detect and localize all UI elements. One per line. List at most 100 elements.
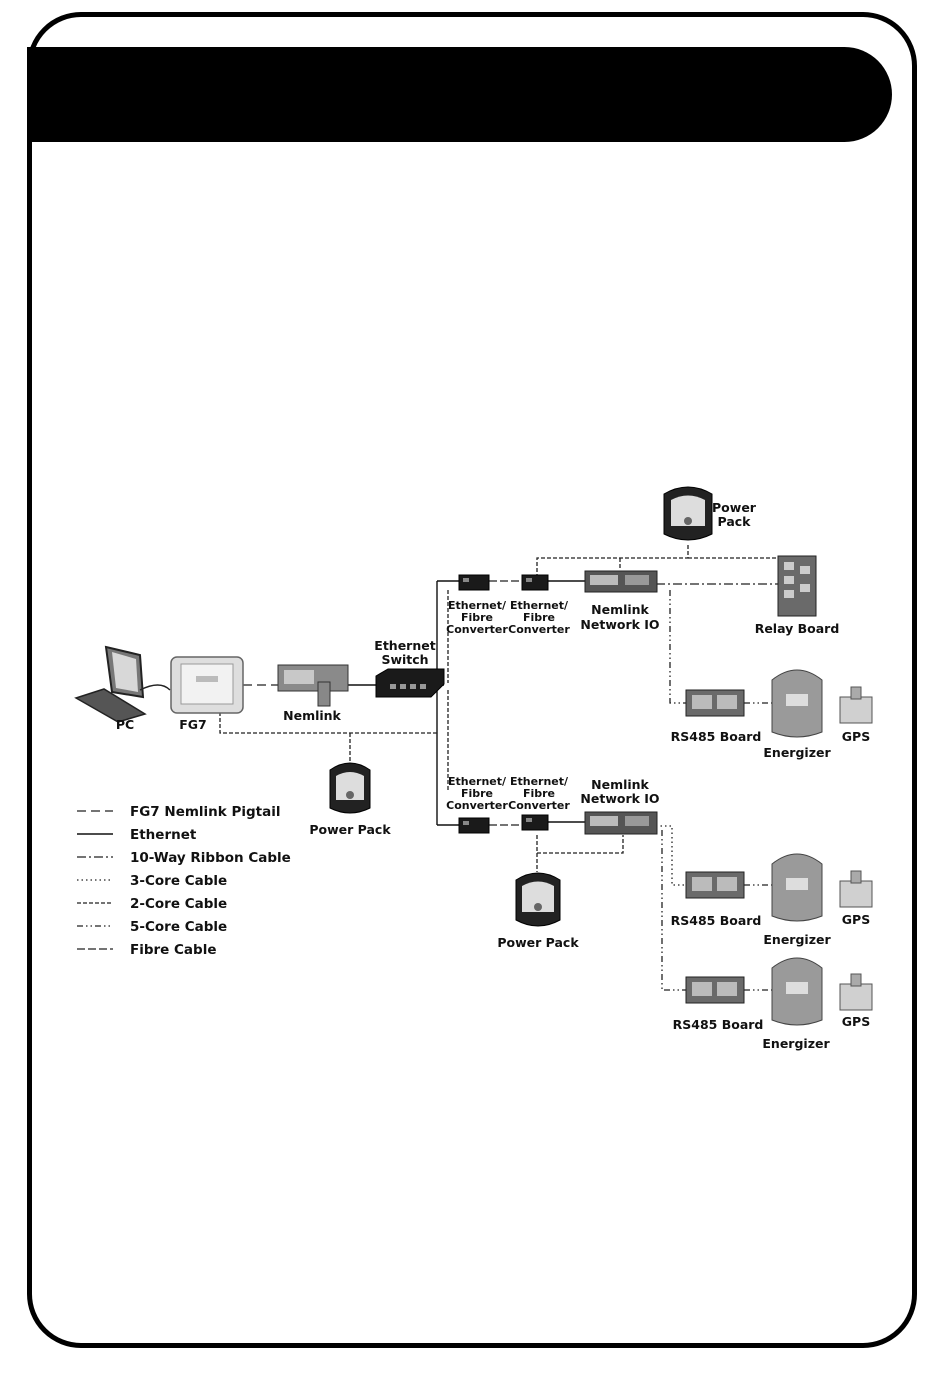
switch-label-line2: Switch <box>381 652 428 667</box>
switch-trunk-ethernet <box>436 581 444 825</box>
network-io-top-label-line1: Nemlink <box>591 602 649 617</box>
power-pack-top: Power Pack <box>663 486 757 541</box>
power-pack-top-label-line1: Power <box>712 500 757 515</box>
gps-label: GPS <box>842 1014 870 1029</box>
power-pack-logo-icon <box>346 791 354 799</box>
rs485-label: RS485 Board <box>671 729 762 744</box>
rs485-chip <box>692 982 712 996</box>
converter-label-line2: Fibre <box>461 611 493 624</box>
converter-label-line3: Converter <box>446 623 508 636</box>
legend-label: FG7 Nemlink Pigtail <box>130 804 280 820</box>
relay-icon <box>800 566 810 574</box>
rs485-chip <box>692 695 712 709</box>
energizer-display <box>786 878 808 890</box>
gps-unit <box>839 880 873 908</box>
gps-antenna-icon <box>850 973 862 987</box>
legend-item: FG7 Nemlink Pigtail <box>77 804 280 820</box>
converter-label-line3: Converter <box>508 623 570 636</box>
converter-bottom-1: Ethernet/ Fibre Converter <box>446 775 508 834</box>
converter-body <box>521 814 549 831</box>
legend-item: 5-Core Cable <box>77 919 227 935</box>
legend-label: 3-Core Cable <box>130 873 227 889</box>
network-io-bottom: Nemlink Network IO <box>580 777 660 835</box>
relay-icon <box>784 562 794 570</box>
relay-icon <box>800 584 810 592</box>
converter-top-2: Ethernet/ Fibre Converter <box>508 574 570 636</box>
converter-label-line1: Ethernet/ <box>448 599 507 612</box>
rs485-label: RS485 Board <box>673 1017 764 1032</box>
converter-bottom-2: Ethernet/ Fibre Converter <box>508 775 570 831</box>
legend-item: 3-Core Cable <box>77 873 227 889</box>
rs485-row-top: RS485 Board Energizer GPS <box>671 669 873 760</box>
rs485-chip <box>692 877 712 891</box>
converter-top-1: Ethernet/ Fibre Converter <box>446 574 508 636</box>
network-io-terminal <box>625 575 649 585</box>
switch-port <box>400 684 406 689</box>
converter-label-line1: Ethernet/ <box>448 775 507 788</box>
pc-screen <box>112 652 138 692</box>
bottom-power-distribution <box>536 835 624 854</box>
fg7-screen-button <box>196 676 218 682</box>
converter-label-line2: Fibre <box>461 787 493 800</box>
connections <box>219 545 780 991</box>
power-pack-panel <box>671 495 705 526</box>
legend-label: 2-Core Cable <box>130 896 227 912</box>
top-power-distribution <box>536 545 689 575</box>
power-pack-panel <box>522 881 554 912</box>
legend-label: Ethernet <box>130 827 197 843</box>
fg7-device: FG7 <box>170 656 244 732</box>
switch-port <box>420 684 426 689</box>
top-rs485-5core <box>669 590 686 704</box>
relay-icon <box>784 576 794 584</box>
nemlink-chip <box>284 670 314 684</box>
converter-label-line2: Fibre <box>523 787 555 800</box>
legend-label: 10-Way Ribbon Cable <box>130 850 291 866</box>
legend: FG7 Nemlink Pigtail Ethernet 10-Way Ribb… <box>77 804 291 958</box>
switch-port <box>410 684 416 689</box>
power-pack-top-label-line2: Pack <box>718 514 752 529</box>
converter-body <box>521 574 549 591</box>
power-pack-bottom-label: Power Pack <box>497 935 579 950</box>
legend-item: 2-Core Cable <box>77 896 227 912</box>
nemlink-label: Nemlink <box>283 708 341 723</box>
converter-label-line2: Fibre <box>523 611 555 624</box>
gps-antenna-icon <box>850 870 862 884</box>
relay-board-device: Relay Board <box>755 555 839 636</box>
ethernet-switch-device: Ethernet Switch <box>374 638 445 698</box>
relay-icon <box>784 590 794 598</box>
pc-device: PC <box>74 645 171 732</box>
network-io-terminal <box>590 575 618 585</box>
pc-cable <box>139 684 171 691</box>
energizer-label: Energizer <box>763 932 831 947</box>
energizer-display <box>786 694 808 706</box>
keyboard-icon <box>74 688 147 723</box>
network-io-terminal <box>625 816 649 826</box>
rs485-label: RS485 Board <box>671 913 762 928</box>
switch-body <box>375 668 445 698</box>
converter-port <box>463 821 469 825</box>
converter-port <box>526 578 532 582</box>
power-pack-bottom: Power Pack <box>497 872 579 950</box>
legend-label: Fibre Cable <box>130 942 217 958</box>
page-frame <box>27 12 917 1348</box>
bottom-5core-cable <box>661 830 686 991</box>
power-pack-logo-icon <box>684 517 692 525</box>
nemlink-connector <box>317 681 331 707</box>
gps-antenna-icon <box>850 686 862 700</box>
converter-label-line3: Converter <box>508 799 570 812</box>
pc-label: PC <box>116 717 134 732</box>
rs485-chip <box>717 982 737 996</box>
energizer-display <box>786 982 808 994</box>
relay-board-body <box>777 555 817 617</box>
converter-port <box>526 818 532 822</box>
rs485-chip <box>717 877 737 891</box>
converter-body <box>458 817 490 834</box>
network-io-bottom-label-line1: Nemlink <box>591 777 649 792</box>
rs485-row-middle: RS485 Board Energizer GPS <box>671 853 873 947</box>
network-io-top-label-line2: Network IO <box>580 617 659 632</box>
legend-label: 5-Core Cable <box>130 919 227 935</box>
rs485-row-bottom: RS485 Board Energizer GPS <box>673 957 873 1051</box>
legend-item: Ethernet <box>77 827 197 843</box>
fg7-label: FG7 <box>179 717 207 732</box>
network-io-terminal <box>590 816 618 826</box>
